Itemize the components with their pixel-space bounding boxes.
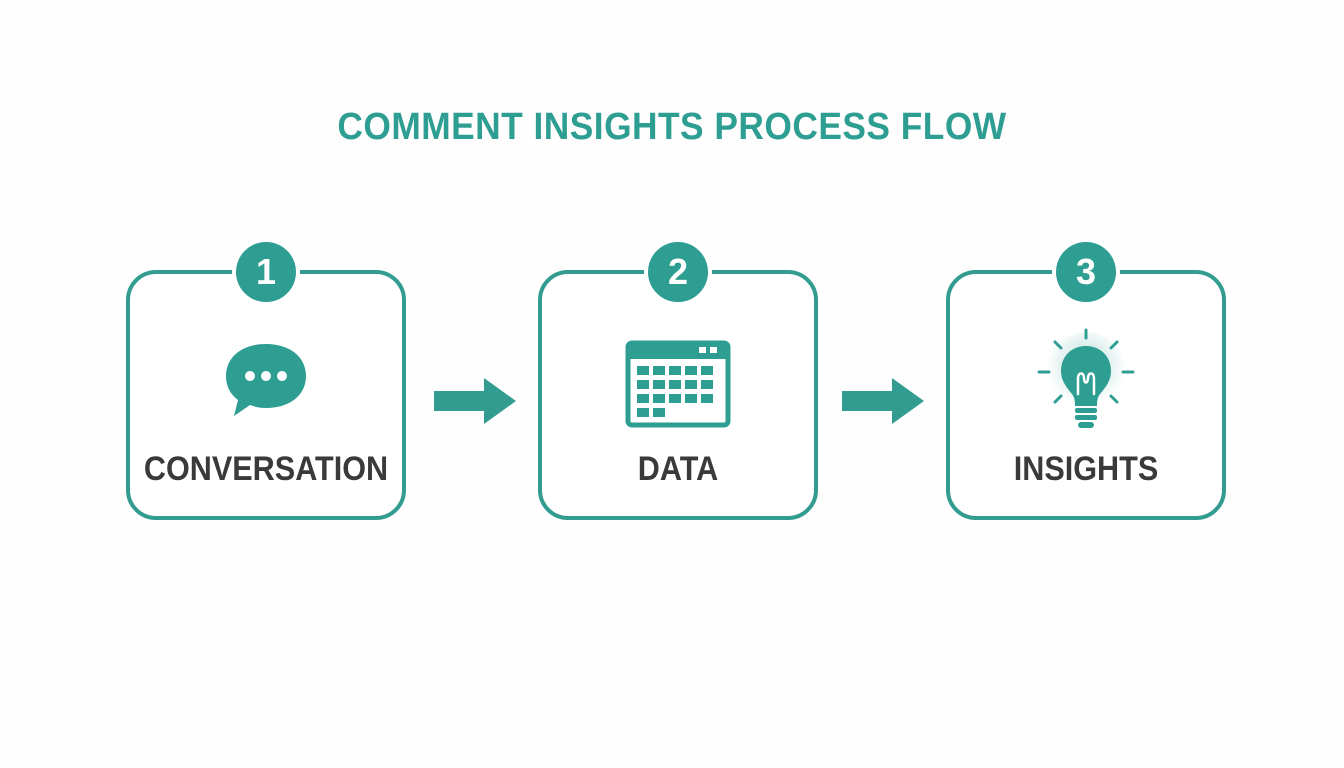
step-number: 3 xyxy=(1075,251,1097,292)
step-label: INSIGHTS xyxy=(1013,450,1159,488)
step-number-badge: 1 xyxy=(232,238,300,306)
lightbulb-icon xyxy=(1031,326,1141,443)
spreadsheet-icon xyxy=(625,340,731,433)
arrow-right-icon xyxy=(434,376,518,433)
arrow-right-icon xyxy=(842,376,926,433)
step-number-badge: 2 xyxy=(644,238,712,306)
step-number: 1 xyxy=(255,251,277,292)
step-number-badge: 3 xyxy=(1052,238,1120,306)
step-label: CONVERSATION xyxy=(143,450,389,488)
step-label: DATA xyxy=(637,450,719,488)
chat-bubble-icon xyxy=(218,338,314,427)
step-number: 2 xyxy=(667,251,689,292)
step-card-conversation: 1 CONVERSATION xyxy=(126,238,406,520)
step-card-data: 2 xyxy=(538,238,818,520)
diagram-title: COMMENT INSIGHTS PROCESS FLOW xyxy=(337,106,1007,148)
step-card-insights: 3 xyxy=(946,238,1226,520)
